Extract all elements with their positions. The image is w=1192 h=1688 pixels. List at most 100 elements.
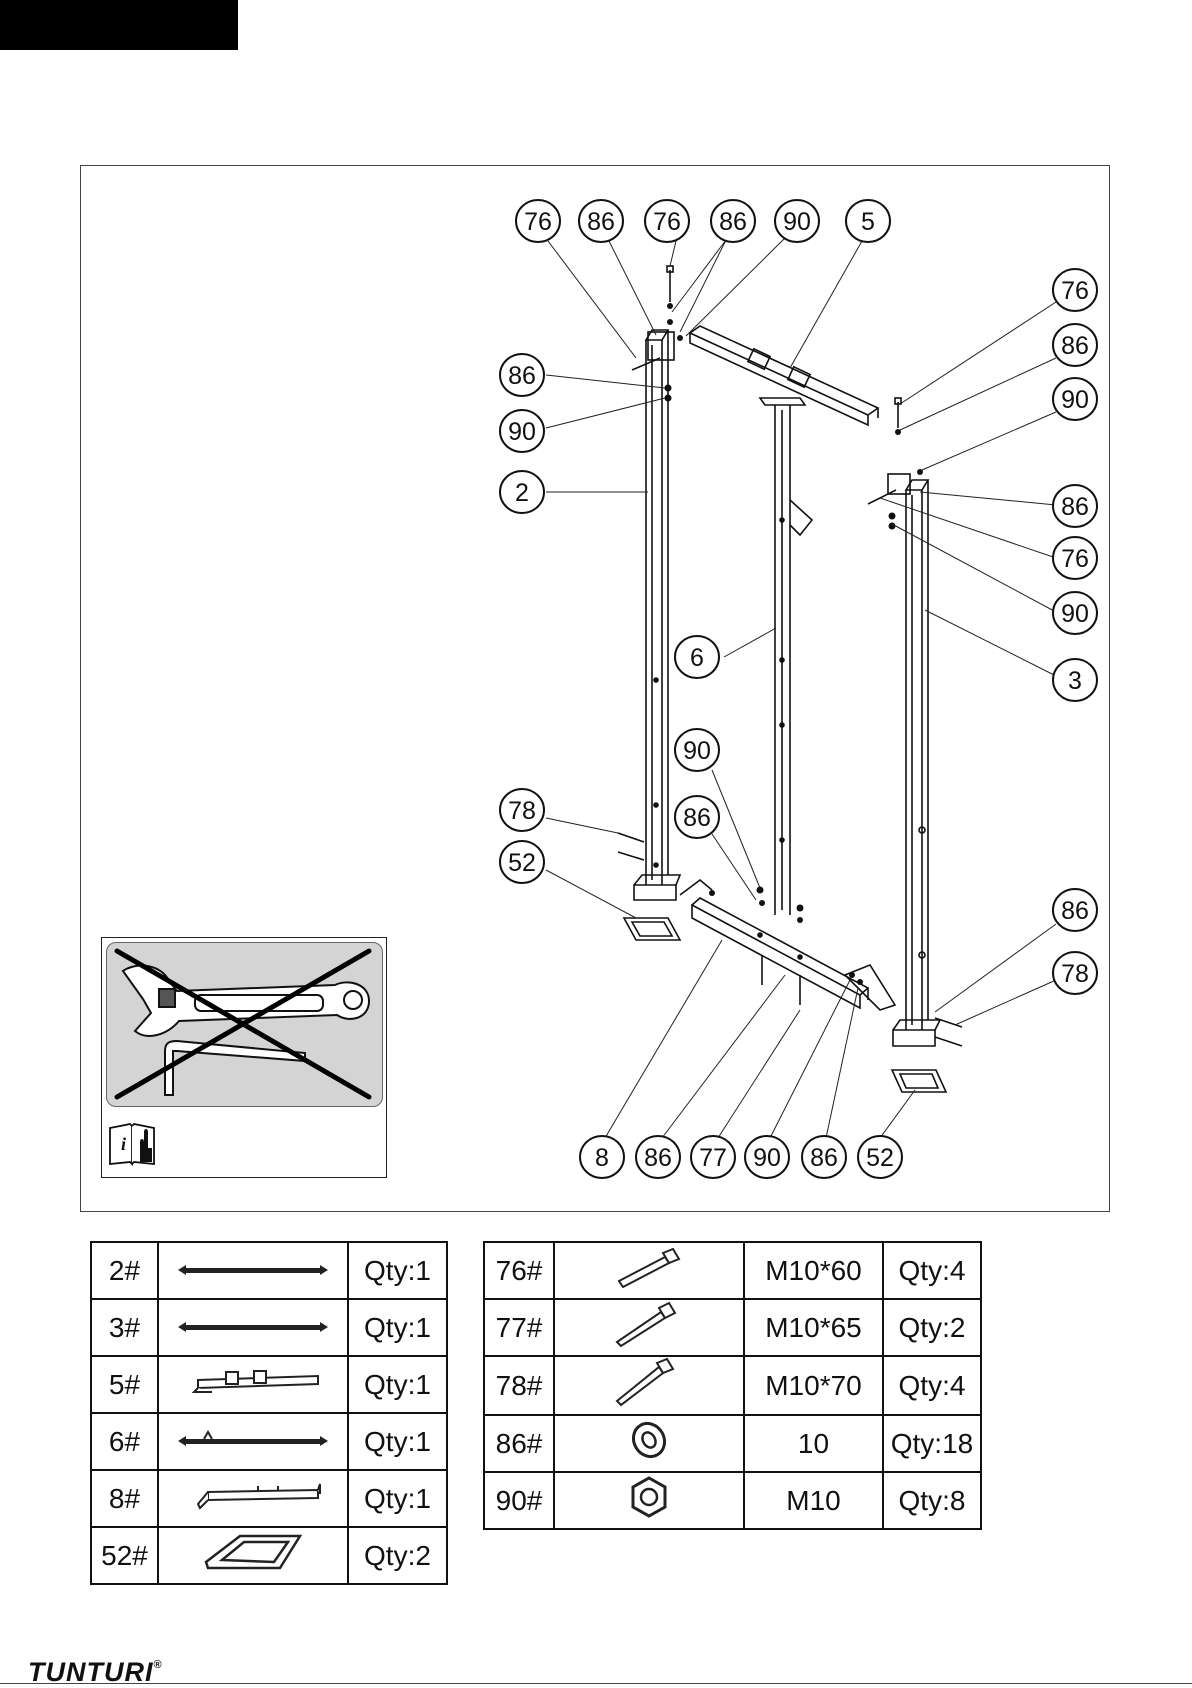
parts-table-frames: 2# Qty:1 3# Qty:1 5# Qty:1 6# Qty:1 8# Q… bbox=[90, 1241, 448, 1585]
part-spec: M10 bbox=[744, 1472, 883, 1529]
callout-8: 8 bbox=[580, 1136, 624, 1178]
svg-text:86: 86 bbox=[683, 804, 711, 832]
foot-pad-icon bbox=[168, 1530, 338, 1574]
bolt-icon bbox=[609, 1357, 689, 1407]
callout-52-a: 52 bbox=[500, 841, 544, 883]
callout-86-d: 86 bbox=[1053, 324, 1097, 366]
base-bar-icon bbox=[168, 1478, 338, 1512]
part-spec: M10*65 bbox=[744, 1299, 883, 1356]
svg-text:77: 77 bbox=[699, 1144, 727, 1172]
part-number: 5# bbox=[91, 1356, 158, 1413]
frame-drawing bbox=[618, 266, 962, 1092]
svg-text:78: 78 bbox=[508, 797, 536, 825]
svg-text:90: 90 bbox=[1061, 600, 1089, 628]
part-number: 6# bbox=[91, 1413, 158, 1470]
part-quantity: Qty:2 bbox=[883, 1299, 981, 1356]
table-row: 90# M10 Qty:8 bbox=[484, 1472, 981, 1529]
svg-text:86: 86 bbox=[644, 1144, 672, 1172]
manual-info-icon: i bbox=[108, 1122, 160, 1166]
part-number: 2# bbox=[91, 1242, 158, 1299]
callout-78-a: 78 bbox=[500, 789, 544, 831]
svg-text:i: i bbox=[121, 1134, 126, 1154]
callout-90-b: 90 bbox=[500, 410, 544, 452]
callout-76-d: 76 bbox=[1053, 537, 1097, 579]
callout-52-b: 52 bbox=[858, 1136, 902, 1178]
part-quantity: Qty:1 bbox=[348, 1470, 447, 1527]
tools-panel: i bbox=[101, 937, 387, 1178]
svg-text:76: 76 bbox=[524, 208, 552, 236]
table-row: 6# Qty:1 bbox=[91, 1413, 447, 1470]
long-tube-icon bbox=[168, 1260, 338, 1280]
nut-icon bbox=[627, 1475, 671, 1519]
part-number: 8# bbox=[91, 1470, 158, 1527]
svg-text:5: 5 bbox=[861, 208, 875, 236]
part-number: 86# bbox=[484, 1415, 554, 1472]
part-number: 76# bbox=[484, 1242, 554, 1299]
base-bar-8-drawing bbox=[680, 880, 895, 1010]
bolt-icon bbox=[609, 1300, 689, 1348]
table-row: 77# M10*65 Qty:2 bbox=[484, 1299, 981, 1356]
callout-2: 2 bbox=[500, 471, 544, 513]
part-illustration bbox=[158, 1413, 348, 1470]
tools-inner-panel bbox=[106, 942, 383, 1107]
svg-text:6: 6 bbox=[690, 644, 704, 672]
callout-90-f: 90 bbox=[745, 1136, 789, 1178]
part-illustration bbox=[554, 1242, 744, 1299]
part-spec: M10*70 bbox=[744, 1356, 883, 1415]
registered-mark: ® bbox=[153, 1659, 162, 1671]
svg-text:90: 90 bbox=[1061, 386, 1089, 414]
svg-text:52: 52 bbox=[866, 1144, 894, 1172]
svg-text:86: 86 bbox=[719, 208, 747, 236]
callout-86-b: 86 bbox=[711, 200, 755, 242]
top-bar-icon bbox=[168, 1366, 338, 1396]
svg-text:78: 78 bbox=[1061, 960, 1089, 988]
callout-86-a: 86 bbox=[579, 200, 623, 242]
svg-text:86: 86 bbox=[1061, 897, 1089, 925]
long-tube-icon bbox=[168, 1317, 338, 1337]
svg-text:86: 86 bbox=[587, 208, 615, 236]
svg-text:90: 90 bbox=[753, 1144, 781, 1172]
callout-3: 3 bbox=[1053, 659, 1097, 701]
part-illustration bbox=[158, 1470, 348, 1527]
part-number: 78# bbox=[484, 1356, 554, 1415]
svg-text:8: 8 bbox=[595, 1144, 609, 1172]
part-illustration bbox=[554, 1415, 744, 1472]
callout-76-a: 76 bbox=[516, 200, 560, 242]
part-quantity: Qty:1 bbox=[348, 1299, 447, 1356]
svg-text:2: 2 bbox=[515, 479, 529, 507]
top-bar-5-drawing bbox=[690, 326, 878, 425]
svg-text:86: 86 bbox=[810, 1144, 838, 1172]
part-quantity: Qty:4 bbox=[883, 1356, 981, 1415]
table-row: 8# Qty:1 bbox=[91, 1470, 447, 1527]
callout-90-a: 90 bbox=[775, 200, 819, 242]
part-quantity: Qty:1 bbox=[348, 1356, 447, 1413]
table-row: 5# Qty:1 bbox=[91, 1356, 447, 1413]
upright-2-drawing bbox=[634, 330, 680, 900]
bolt-icon bbox=[609, 1245, 689, 1289]
part-number: 90# bbox=[484, 1472, 554, 1529]
svg-text:3: 3 bbox=[1068, 667, 1082, 695]
part-illustration bbox=[554, 1472, 744, 1529]
callout-86-g: 86 bbox=[1053, 889, 1097, 931]
svg-text:90: 90 bbox=[783, 208, 811, 236]
part-number: 77# bbox=[484, 1299, 554, 1356]
table-row: 86# 10 Qty:18 bbox=[484, 1415, 981, 1472]
callout-76-c: 76 bbox=[1053, 269, 1097, 311]
part-spec: 10 bbox=[744, 1415, 883, 1472]
svg-text:90: 90 bbox=[683, 737, 711, 765]
svg-text:86: 86 bbox=[1061, 493, 1089, 521]
long-tube-icon bbox=[168, 1427, 338, 1451]
callout-90-e: 90 bbox=[675, 729, 719, 771]
part-spec: M10*60 bbox=[744, 1242, 883, 1299]
svg-text:90: 90 bbox=[508, 418, 536, 446]
upright-3-drawing bbox=[888, 474, 940, 1046]
callout-76-b: 76 bbox=[645, 200, 689, 242]
callout-5: 5 bbox=[846, 200, 890, 242]
svg-text:76: 76 bbox=[1061, 277, 1089, 305]
callout-90-d: 90 bbox=[1053, 592, 1097, 634]
part-illustration bbox=[158, 1527, 348, 1584]
part-quantity: Qty:8 bbox=[883, 1472, 981, 1529]
callout-90-c: 90 bbox=[1053, 378, 1097, 420]
part-quantity: Qty:4 bbox=[883, 1242, 981, 1299]
part-quantity: Qty:18 bbox=[883, 1415, 981, 1472]
